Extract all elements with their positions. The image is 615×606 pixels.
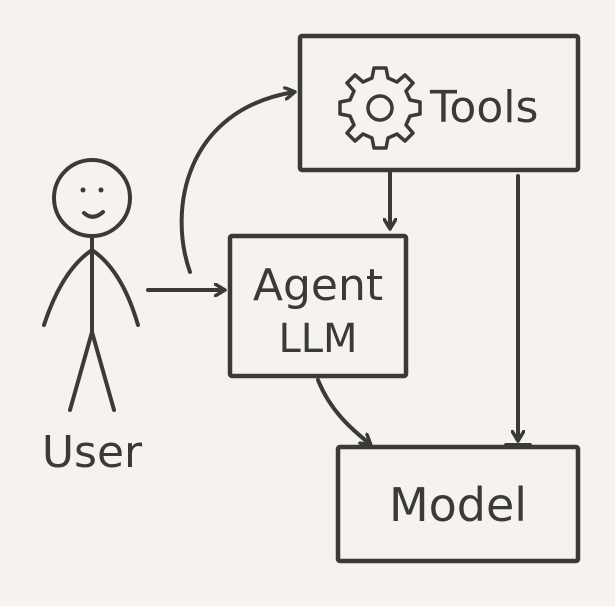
gear-icon (338, 66, 422, 150)
agent-node: Agent LLM (227, 233, 409, 379)
agent-label-line1: Agent (253, 260, 383, 311)
user-node: User (42, 158, 143, 478)
model-label: Model (389, 478, 527, 532)
arrow-user-to-tools (179, 92, 294, 274)
model-box (335, 444, 581, 564)
arrow-agent-to-model (316, 378, 370, 444)
tools-label: Tools (429, 82, 538, 133)
tools-box (297, 33, 581, 173)
connectors (146, 92, 532, 447)
user-label: User (42, 427, 143, 478)
agent-label-line2: LLM (278, 316, 357, 362)
model-node: Model (335, 444, 581, 564)
stick-figure-icon (42, 158, 140, 412)
agent-box (227, 233, 409, 379)
tools-node: Tools (297, 33, 581, 173)
